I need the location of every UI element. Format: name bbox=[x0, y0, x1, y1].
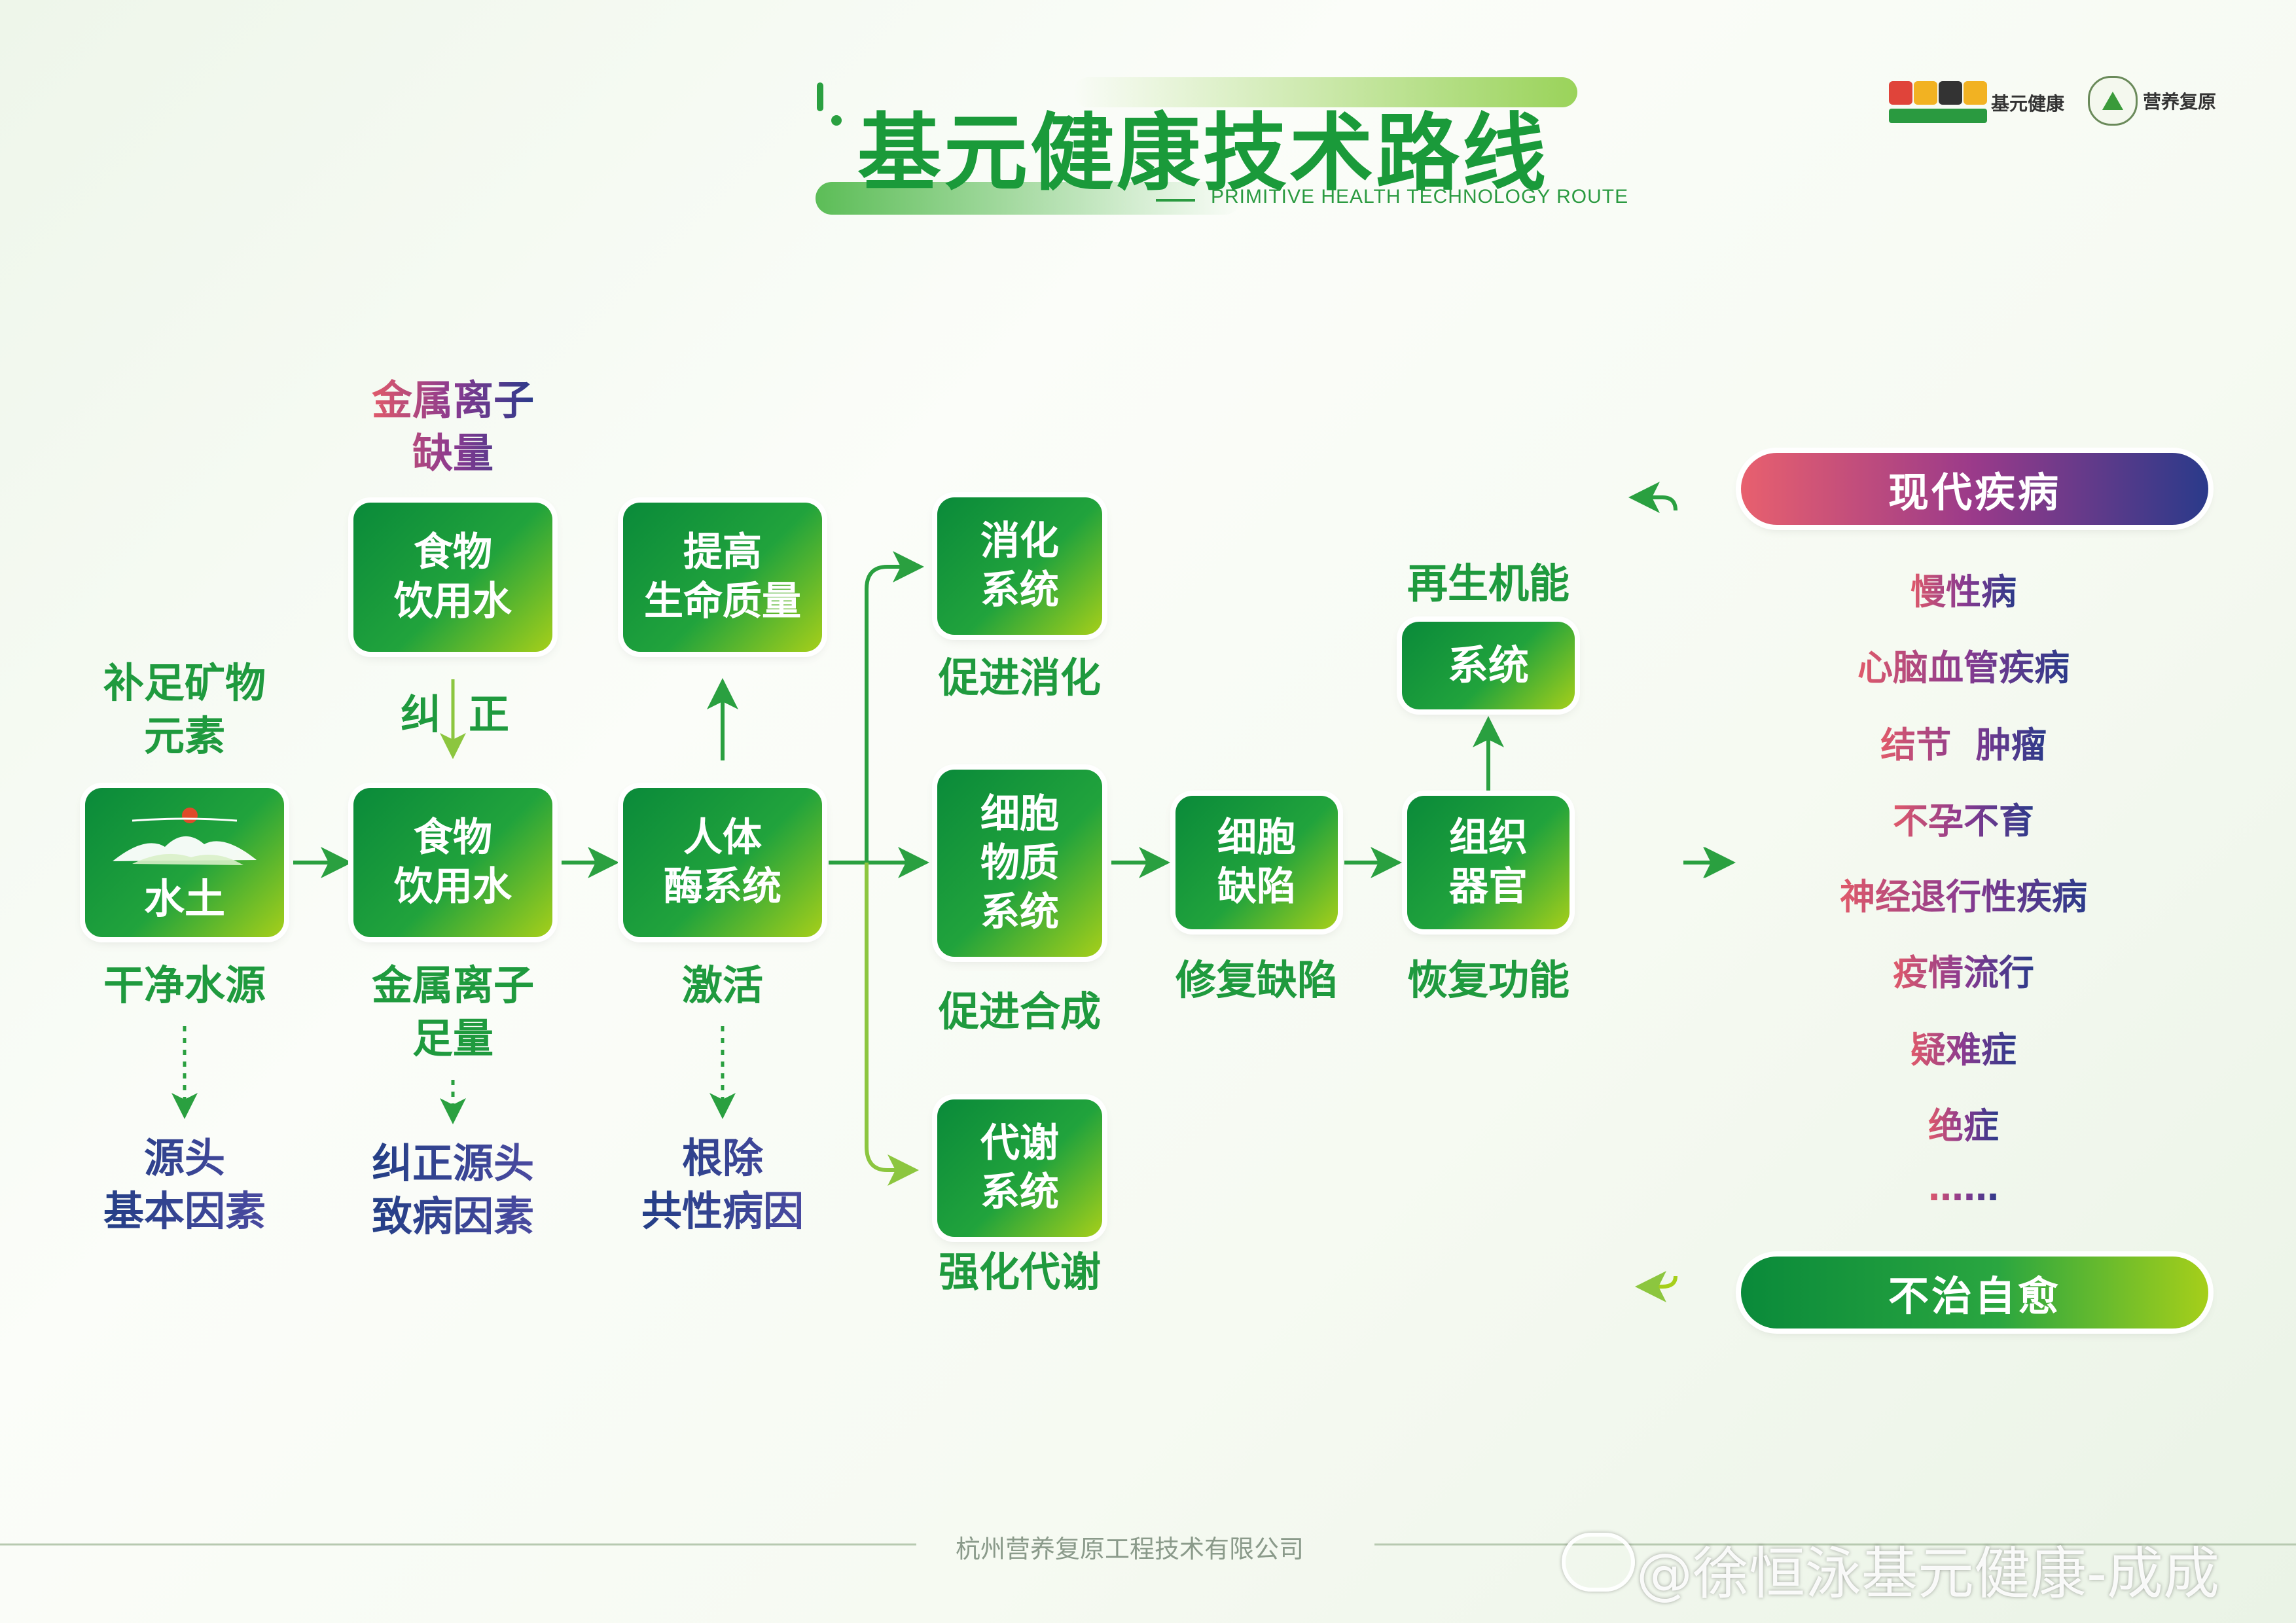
disease-item-6: 疫情流行 bbox=[1893, 944, 2034, 995]
jyjk-logo-icon bbox=[1889, 81, 1987, 124]
disease-item-3: 结节 肿瘤 bbox=[1880, 716, 2047, 768]
brand-name-1: 基元健康 bbox=[1991, 93, 2065, 115]
disease-item-9: …… bbox=[1928, 1168, 1999, 1209]
water-soil-label: 水土 bbox=[143, 874, 225, 923]
enzyme-system-box[interactable]: 人体酶系统 bbox=[623, 788, 822, 937]
brand-logo-2: 营养复原 bbox=[2088, 76, 2216, 126]
improve-life-box[interactable]: 提高生命质量 bbox=[623, 503, 822, 652]
col2-top-label: 金属离子缺量 bbox=[372, 374, 534, 480]
col2-correct-left: 纠 bbox=[401, 690, 442, 738]
col1-bottom-label: 源头基本因素 bbox=[103, 1132, 266, 1238]
cell-material-box[interactable]: 细胞物质系统 bbox=[937, 770, 1102, 957]
bracket-top-arrow bbox=[1628, 482, 1677, 513]
metabolism-system-box[interactable]: 代谢系统 bbox=[937, 1099, 1102, 1237]
food-water-box[interactable]: 食物饮用水 bbox=[353, 788, 552, 937]
subtitle-dash bbox=[1156, 199, 1195, 202]
company-name: 杭州营养复原工程技术有限公司 bbox=[956, 1535, 1304, 1563]
col3-below-label: 激活 bbox=[681, 961, 764, 1009]
disease-item-7: 疑难症 bbox=[1910, 1021, 2017, 1073]
cell-defect-box[interactable]: 细胞缺陷 bbox=[1175, 796, 1338, 929]
bracket-bottom-arrow bbox=[1635, 1271, 1677, 1302]
col6-below-label: 恢复功能 bbox=[1407, 956, 1570, 1004]
header-bar-bottom bbox=[816, 182, 1241, 215]
col4-bottom-label: 强化代谢 bbox=[938, 1248, 1102, 1296]
landscape-icon bbox=[113, 808, 257, 865]
food-water-top-box[interactable]: 食物饮用水 bbox=[353, 503, 552, 652]
digestive-system-box[interactable]: 消化系统 bbox=[937, 497, 1102, 635]
branch-bottom bbox=[865, 863, 919, 1186]
weibo-icon bbox=[1562, 1533, 1635, 1592]
header-bar-top bbox=[1073, 77, 1577, 107]
col4-mid-label: 促进合成 bbox=[938, 988, 1102, 1035]
disease-item-2: 心脑血管疾病 bbox=[1857, 639, 2070, 690]
self-heal-pill[interactable]: 不治自愈 bbox=[1741, 1257, 2208, 1329]
header-dot bbox=[831, 115, 842, 126]
disease-item-4: 不孕不育 bbox=[1893, 792, 2034, 844]
brand-logo-1: 基元健康 bbox=[1889, 81, 2064, 124]
col3-bottom-label: 根除共性病因 bbox=[641, 1132, 804, 1238]
col2-below-label: 金属离子足量 bbox=[371, 961, 535, 1062]
disease-item-1: 慢性病 bbox=[1910, 563, 2017, 615]
brand-name-2: 营养复原 bbox=[2143, 91, 2217, 113]
modern-disease-pill[interactable]: 现代疾病 bbox=[1741, 453, 2208, 525]
col2-correct-right: 正 bbox=[469, 690, 510, 738]
disease-item-5: 神经退行性疾病 bbox=[1840, 868, 2087, 919]
col6-top-label: 再生机能 bbox=[1407, 560, 1570, 607]
water-soil-box[interactable]: 水土 bbox=[85, 788, 284, 937]
disease-item-8: 绝症 bbox=[1928, 1097, 1999, 1149]
regen-system-box[interactable]: 系统 bbox=[1402, 622, 1575, 709]
col2-bottom-label: 纠正源头致病因素 bbox=[372, 1137, 534, 1243]
col1-top-label: 补足矿物元素 bbox=[103, 659, 266, 760]
col4-top-label: 促进消化 bbox=[938, 654, 1102, 702]
seal-logo-icon bbox=[2088, 76, 2138, 126]
tissue-organ-box[interactable]: 组织器官 bbox=[1407, 796, 1570, 929]
col1-below-label: 干净水源 bbox=[103, 961, 266, 1009]
branch-top bbox=[865, 551, 924, 863]
header-tick bbox=[817, 82, 823, 111]
watermark: @徐恒泳基元健康-成成 bbox=[1636, 1541, 2220, 1607]
page-subtitle: PRIMITIVE HEALTH TECHNOLOGY ROUTE bbox=[1211, 186, 1629, 207]
page-title: 基元健康技术路线 bbox=[857, 105, 1549, 202]
col5-below-label: 修复缺陷 bbox=[1175, 956, 1338, 1004]
